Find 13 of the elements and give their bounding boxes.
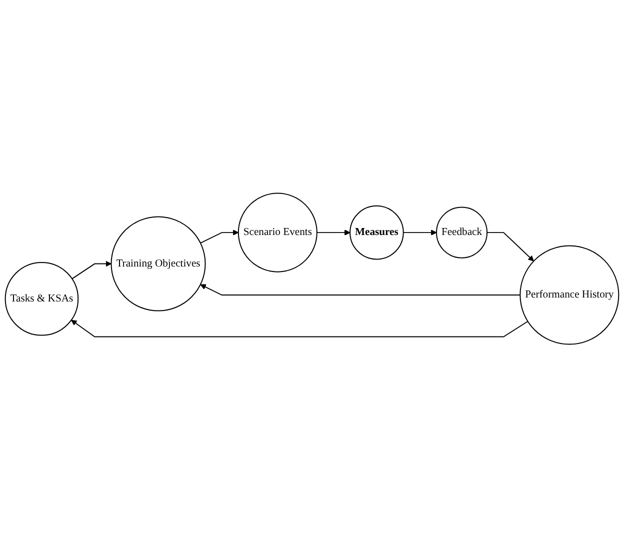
- arrow: [402, 230, 437, 236]
- node-circle: Performance History: [520, 245, 620, 345]
- arrow: [486, 232, 534, 262]
- node-circle: Feedback: [436, 207, 488, 259]
- arrow: [316, 230, 350, 236]
- arrow: [71, 320, 528, 338]
- arrow: [72, 261, 112, 280]
- node-circle: Scenario Events: [238, 193, 318, 273]
- node-circle: Tasks & KSAs: [4, 262, 79, 336]
- arrow: [200, 230, 239, 244]
- arrow: [200, 284, 521, 296]
- node-circle: Measures: [350, 206, 404, 260]
- node-circle: Training Objectives: [110, 216, 206, 312]
